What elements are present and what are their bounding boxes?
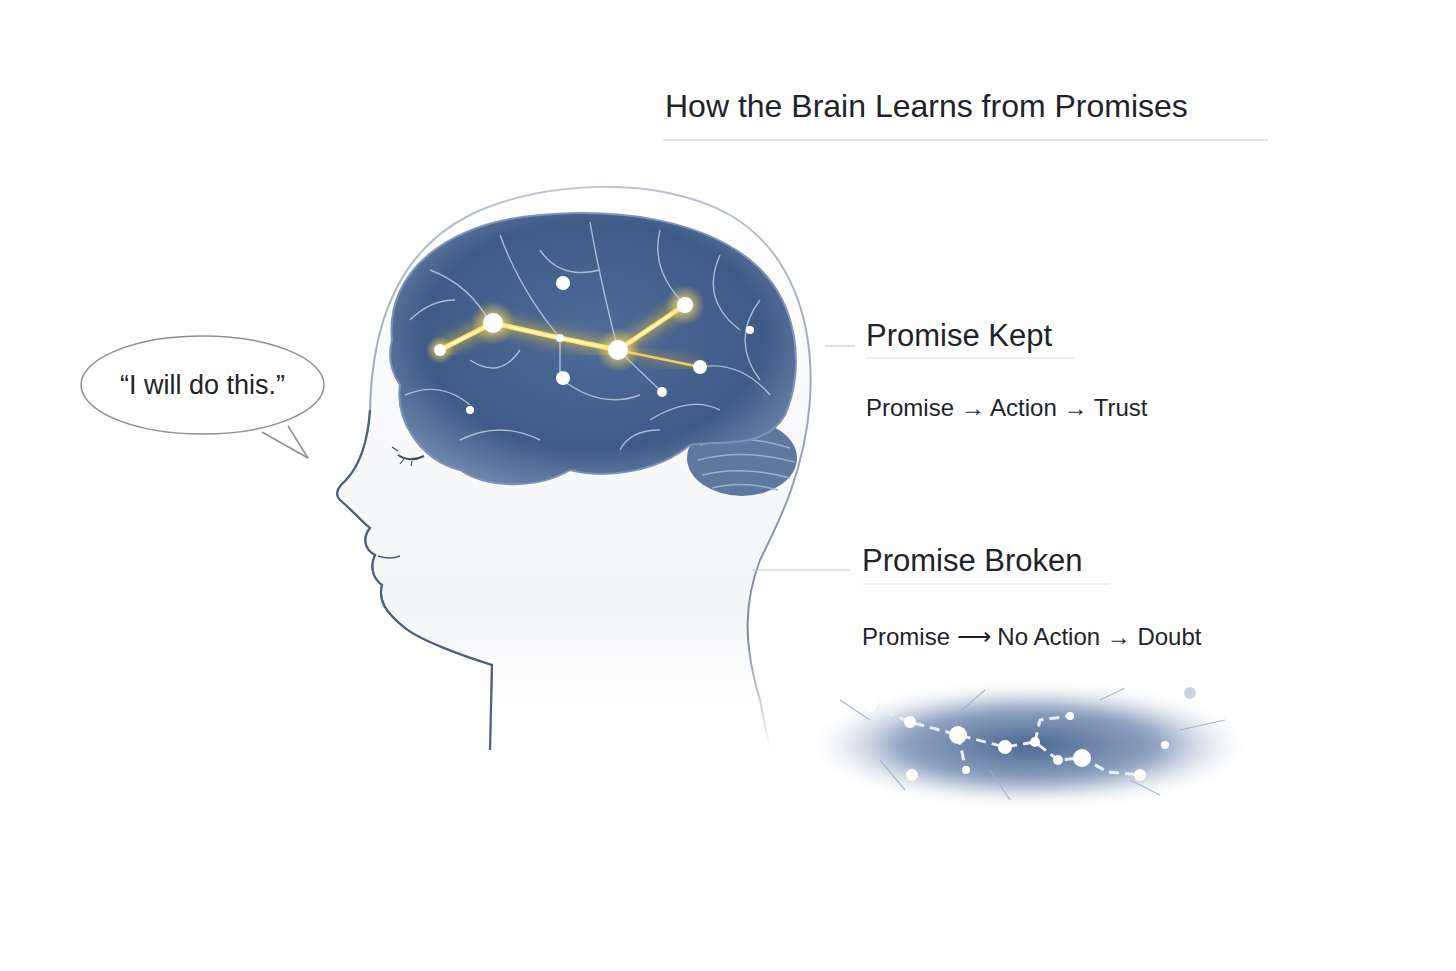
title: How the Brain Learns from Promises <box>665 88 1188 125</box>
bubble-text: “I will do this.” <box>120 370 285 401</box>
speech-bubble: “I will do this.” <box>80 335 325 435</box>
section-heading: Promise Kept <box>866 318 1052 354</box>
bubble-text-group: “I will do this.” <box>120 370 285 401</box>
flow-text: Promise → Action → Trust <box>866 394 1147 422</box>
flow-text: Promise ⟶ No Action → Doubt <box>862 623 1201 651</box>
section-heading: Promise Broken <box>862 543 1083 579</box>
